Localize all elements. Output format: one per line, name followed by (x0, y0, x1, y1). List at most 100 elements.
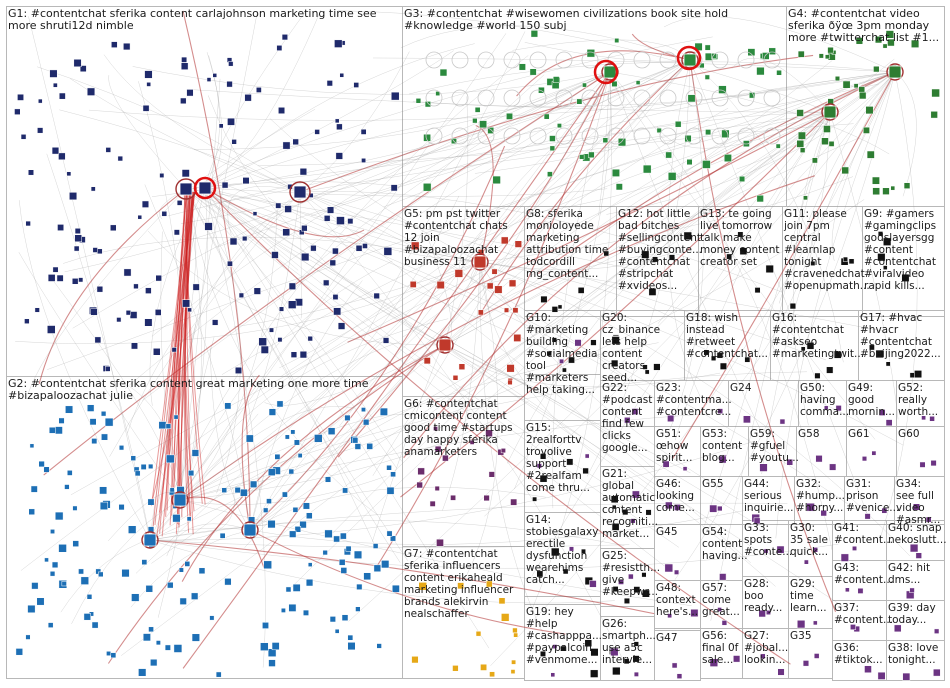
node-g1 (97, 248, 103, 255)
node-g3-circle (451, 89, 469, 107)
edge (179, 78, 221, 501)
edge (299, 191, 655, 399)
edge (204, 50, 454, 189)
node-g2 (284, 434, 290, 440)
node-g6 (510, 498, 518, 506)
node-g45 (664, 563, 674, 573)
edge (249, 107, 729, 531)
node-g3-circle (711, 89, 729, 107)
node-g13 (726, 253, 733, 260)
edge-bundle (159, 191, 188, 534)
edge (829, 111, 899, 420)
node-g2 (386, 486, 395, 495)
node-g1 (281, 34, 288, 41)
group-box-g25 (600, 548, 655, 607)
node-g4 (862, 126, 870, 134)
node-g7 (480, 663, 487, 671)
node-g9 (882, 265, 888, 270)
edge (663, 16, 896, 73)
node-g2 (366, 443, 373, 450)
node-g7 (457, 582, 465, 590)
node-g2 (302, 609, 309, 616)
node-g40 (909, 543, 919, 553)
node-g56 (733, 655, 741, 663)
node-g3-circle (425, 51, 443, 69)
group-box-g44 (742, 476, 795, 525)
node-g31 (881, 507, 888, 514)
edge (444, 344, 776, 587)
node-g3 (474, 107, 481, 113)
node-g3 (642, 164, 652, 174)
node-g1 (142, 104, 150, 112)
node-g1 (144, 70, 153, 79)
node-g1 (362, 243, 368, 249)
node-g14 (581, 548, 586, 554)
node-g3 (492, 175, 501, 185)
edge (185, 188, 401, 563)
node-g1 (347, 218, 354, 225)
node-g3-circle (659, 51, 677, 69)
edge (185, 188, 625, 379)
node-g10 (562, 367, 567, 373)
node-g7 (498, 597, 506, 605)
edge (204, 187, 616, 491)
node-g1 (206, 77, 212, 82)
edge (59, 109, 301, 193)
node-g7 (489, 671, 495, 678)
edge-layer (15, 9, 918, 669)
node-g4 (796, 140, 805, 148)
node-g5 (436, 280, 445, 290)
node-g6 (429, 500, 436, 507)
edge (291, 111, 831, 588)
edge (586, 59, 691, 477)
node-g3 (687, 94, 696, 103)
node-g3 (479, 120, 488, 129)
node-g7 (501, 613, 510, 622)
node-g2 (128, 525, 137, 534)
edge (894, 71, 917, 197)
node-g26 (612, 666, 621, 676)
node-g2 (386, 464, 392, 471)
node-g2 (30, 485, 38, 493)
node-g61 (871, 450, 877, 456)
edge (257, 111, 831, 167)
edge (689, 59, 837, 613)
edge (128, 385, 181, 501)
node-g8 (577, 287, 585, 294)
node-g38 (933, 668, 941, 677)
node-g15 (566, 458, 574, 466)
edge (249, 58, 895, 531)
group-box-g60 (896, 426, 945, 477)
edge (204, 9, 322, 189)
node-g1 (238, 292, 245, 298)
node-g25 (633, 586, 641, 594)
edge-bundle (180, 191, 196, 518)
node-g47 (671, 662, 678, 669)
node-g1 (52, 266, 59, 273)
node-g2 (224, 402, 232, 410)
node-g2 (54, 426, 63, 435)
node-g2 (188, 470, 195, 477)
node-g27 (777, 668, 785, 676)
node-g59 (759, 463, 768, 472)
node-g1 (28, 169, 34, 176)
node-g3-circle (503, 51, 521, 69)
node-g36 (864, 665, 872, 673)
edge (207, 95, 446, 346)
node-g2 (292, 583, 301, 592)
node-g16 (826, 366, 834, 374)
node-g2 (372, 543, 379, 549)
group-box-g50 (798, 380, 847, 427)
node-g4 (796, 109, 804, 117)
node-g5 (486, 282, 494, 290)
edge (216, 71, 896, 248)
node-g2 (215, 671, 222, 678)
edge (412, 71, 896, 107)
node-g25 (618, 578, 624, 585)
edge (398, 111, 831, 253)
edge-bundle (184, 191, 196, 533)
group-box-g43 (832, 560, 887, 601)
node-g48 (690, 608, 699, 617)
node-g2 (234, 487, 241, 494)
